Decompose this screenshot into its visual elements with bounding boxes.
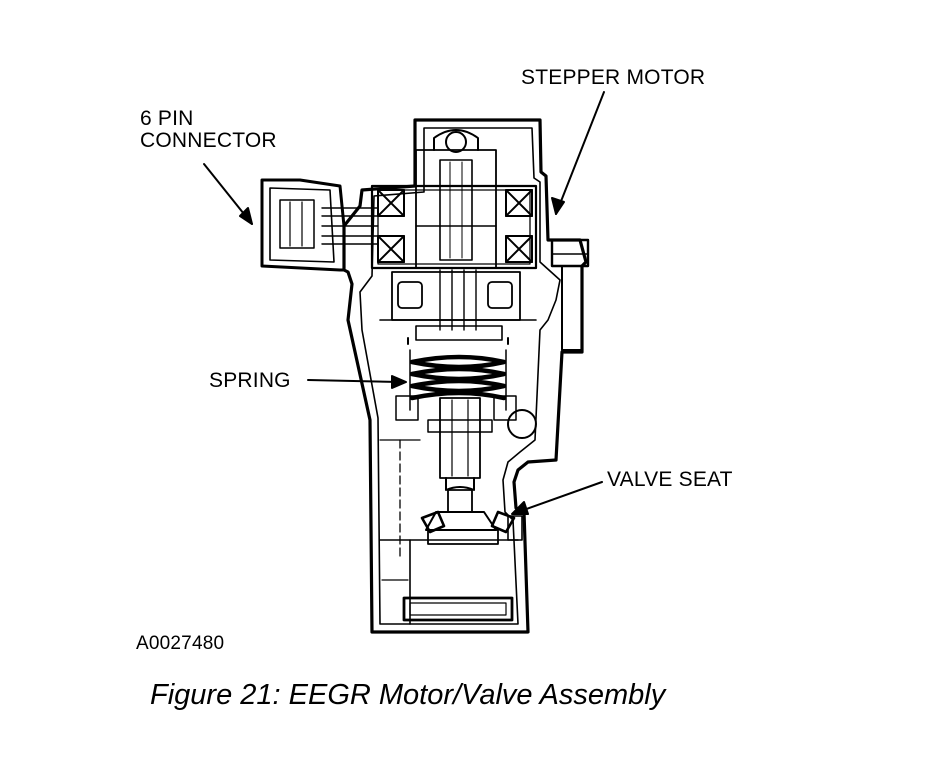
leader-spring	[307, 375, 407, 389]
leader-valve-seat	[511, 481, 603, 515]
label-6-pin: 6 PIN	[140, 107, 194, 130]
leader-stepper	[551, 91, 605, 215]
side-port	[507, 409, 537, 439]
housing-outline	[342, 118, 588, 634]
valve-seat-assembly	[420, 477, 523, 545]
housing-inner-outline	[359, 127, 561, 625]
figure-caption: Figure 21: EEGR Motor/Valve Assembly	[150, 679, 666, 711]
mounting-bolt	[550, 238, 590, 351]
label-stepper-motor: STEPPER MOTOR	[521, 66, 706, 89]
lower-chamber	[379, 439, 519, 625]
stepper-motor-body	[370, 129, 538, 270]
leader-connector	[203, 163, 253, 225]
label-connector: CONNECTOR	[140, 129, 277, 152]
connector-body	[260, 178, 379, 272]
part-code: A0027480	[136, 633, 225, 654]
valve-stem	[395, 395, 517, 479]
bearing-assembly	[379, 269, 537, 331]
label-valve-seat: VALVE SEAT	[607, 468, 733, 491]
label-spring: SPRING	[209, 369, 291, 392]
